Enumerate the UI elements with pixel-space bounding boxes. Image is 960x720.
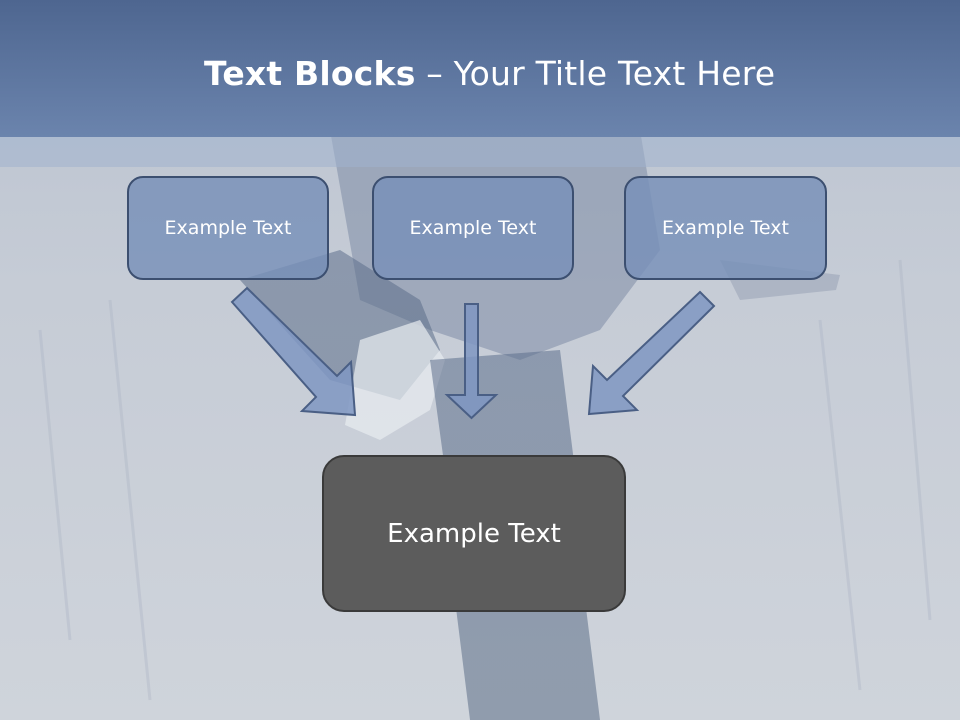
slide-title-rest: Your Title Text Here <box>453 54 776 93</box>
top-box-1-label: Example Text <box>164 217 292 239</box>
slide-title: Text Blocks – Your Title Text Here <box>204 54 775 93</box>
top-box-2-label: Example Text <box>409 217 537 239</box>
top-box-3: Example Text <box>624 176 827 280</box>
slide-title-dash: – <box>415 54 454 93</box>
top-box-3-label: Example Text <box>662 217 789 239</box>
bottom-box: Example Text <box>322 455 626 612</box>
arrow-right-diagonal <box>587 290 716 416</box>
bottom-box-label: Example Text <box>387 518 561 549</box>
top-box-1: Example Text <box>127 176 329 280</box>
title-strip <box>0 137 960 167</box>
arrow-center-down <box>444 303 499 420</box>
slide-title-bold: Text Blocks <box>204 54 416 93</box>
arrow-left-diagonal <box>230 286 357 417</box>
title-band <box>0 0 960 137</box>
top-box-2: Example Text <box>372 176 574 280</box>
